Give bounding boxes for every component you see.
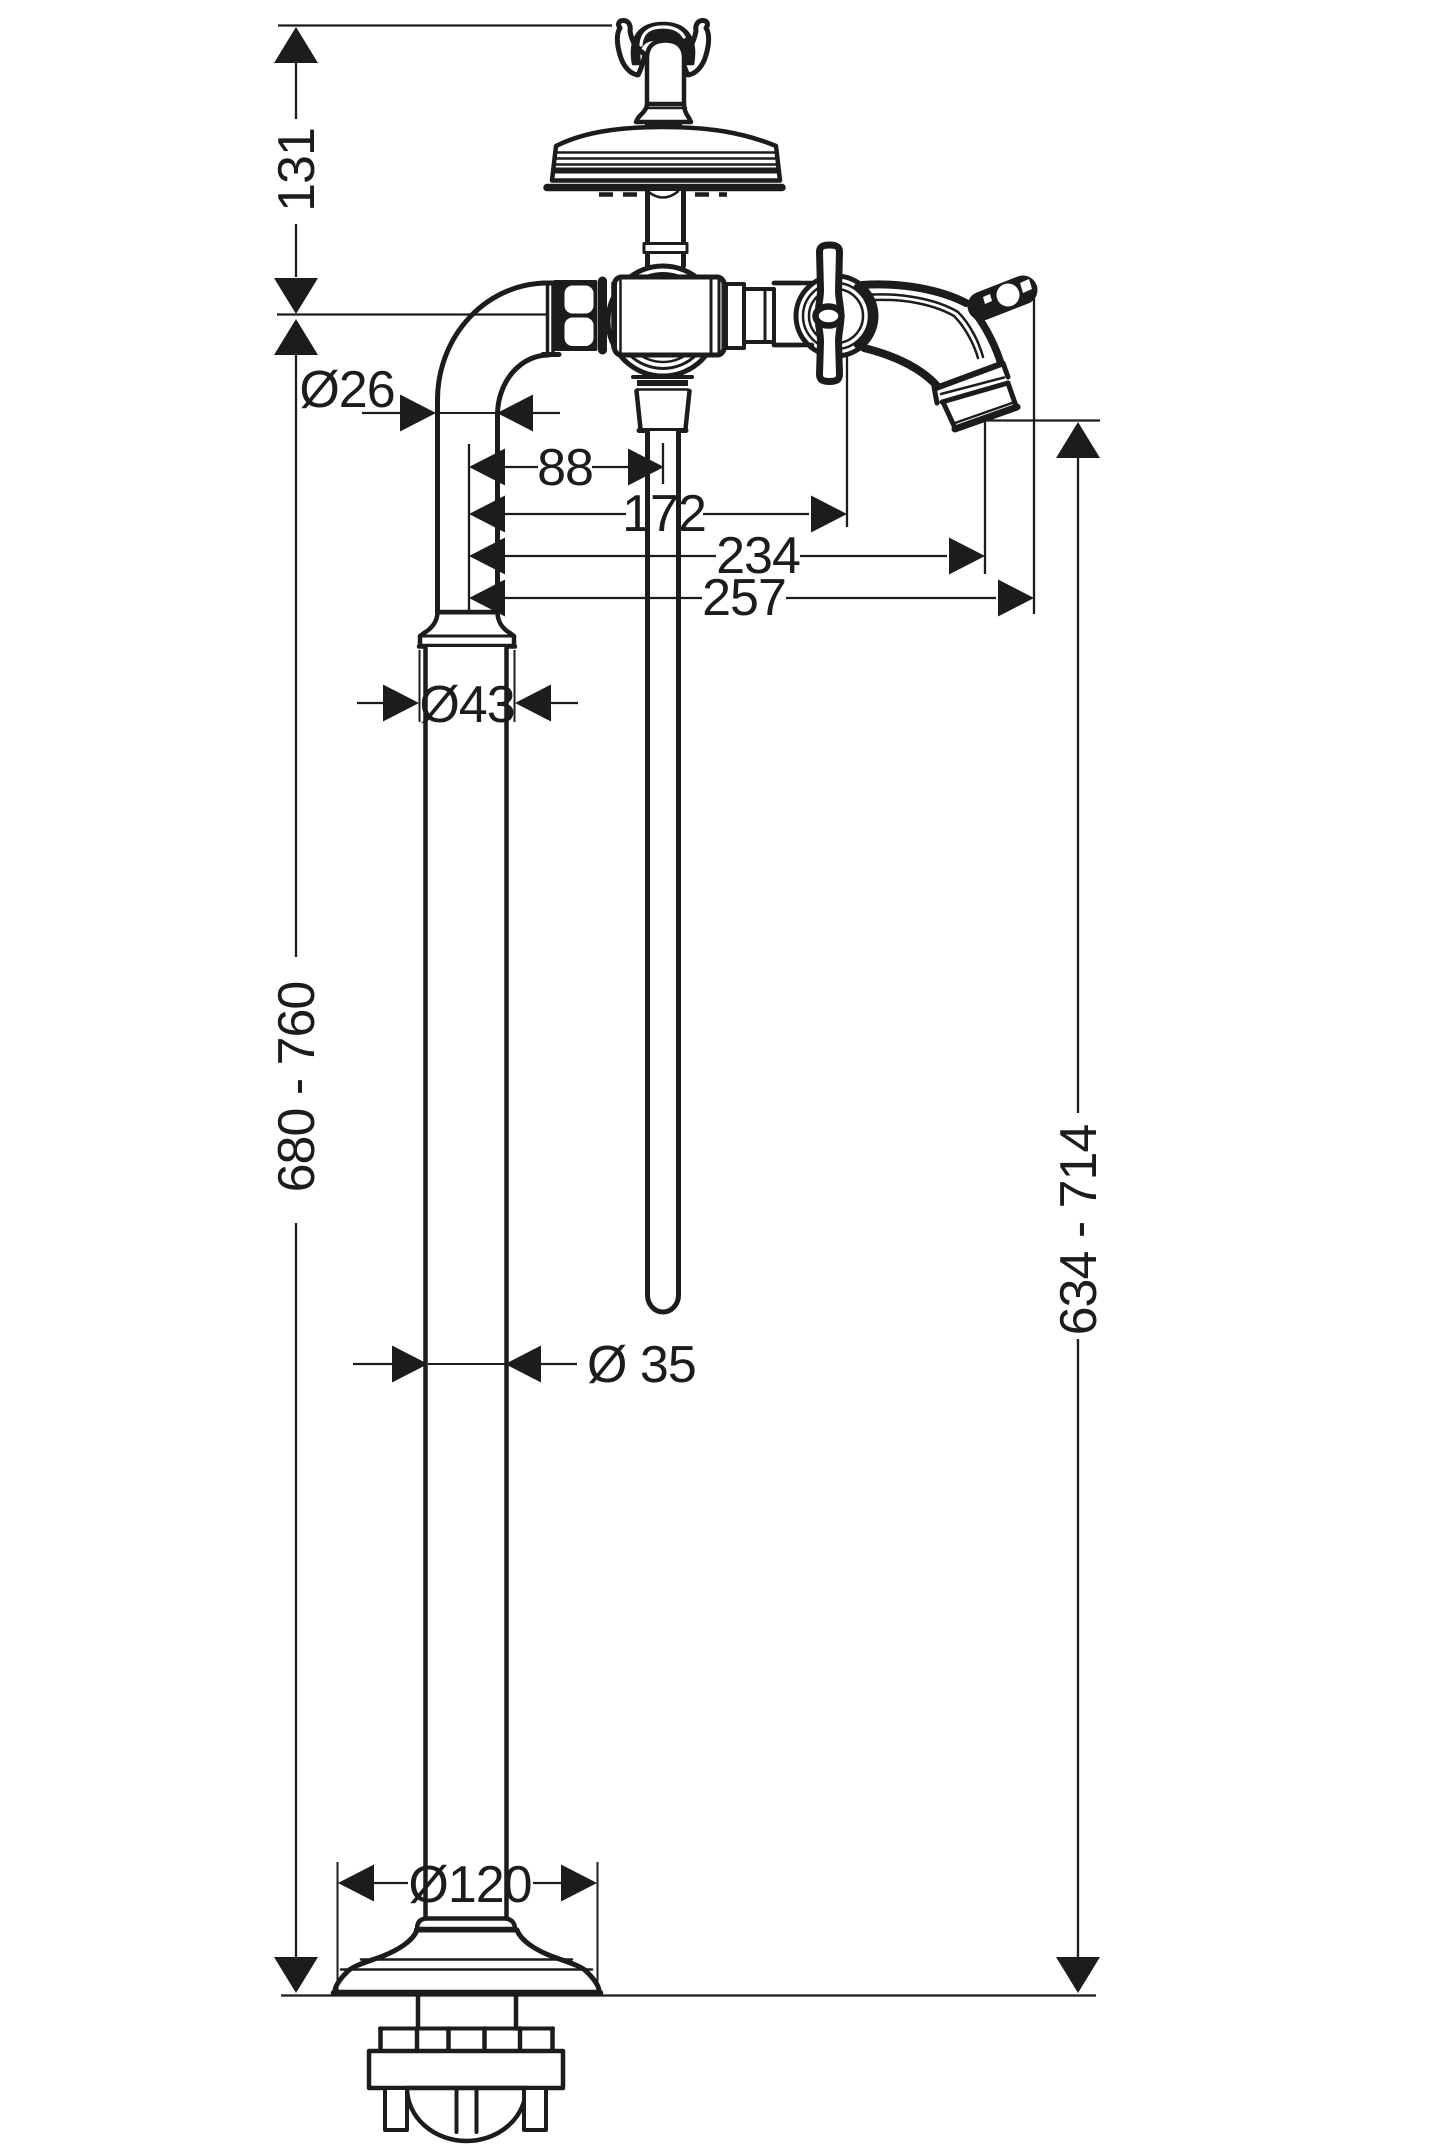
svg-text:234: 234 bbox=[716, 527, 800, 585]
svg-text:257: 257 bbox=[702, 569, 786, 627]
svg-text:680 - 760: 680 - 760 bbox=[268, 982, 326, 1193]
svg-text:634 - 714: 634 - 714 bbox=[1050, 1125, 1108, 1336]
svg-text:88: 88 bbox=[537, 439, 593, 497]
svg-text:Ø43: Ø43 bbox=[419, 676, 514, 734]
svg-text:Ø 35: Ø 35 bbox=[587, 1336, 696, 1394]
svg-text:131: 131 bbox=[268, 128, 326, 212]
svg-text:Ø120: Ø120 bbox=[408, 1856, 531, 1914]
svg-text:172: 172 bbox=[622, 485, 706, 543]
svg-text:Ø26: Ø26 bbox=[299, 361, 394, 419]
